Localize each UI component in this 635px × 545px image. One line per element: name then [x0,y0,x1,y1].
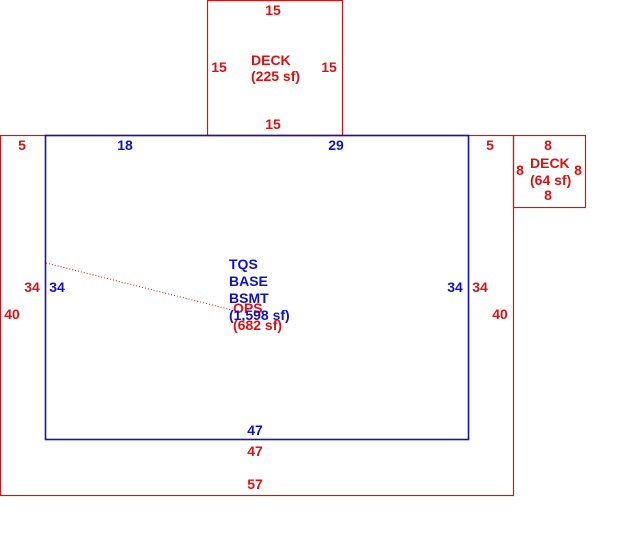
deck-top-area: (225 sf) [251,68,300,84]
inner-dim-left: 34 [49,279,65,295]
inner-dim-bottom: 47 [247,422,263,438]
outer-dim-left-34: 34 [24,279,40,295]
deck-right-dim-bottom: 8 [544,187,552,203]
inner-outline [44,134,470,441]
deck-top-dim-right: 15 [321,59,337,75]
inner-label-line1: TQS [229,256,258,272]
inner-dim-top-18: 18 [117,137,133,153]
inner-dim-top-29: 29 [328,137,344,153]
outer-label-name: OPS [233,300,263,316]
inner-label-area: (1,598 sf) [229,307,290,323]
inner-label-line3: BSMT [229,290,269,306]
outer-dim-right-40: 40 [492,306,508,322]
inner-dim-right: 34 [447,279,463,295]
deck-top-dim-bottom: 15 [265,116,281,132]
deck-top-name: DECK [251,52,291,68]
outer-label-area: (682 sf) [233,317,282,333]
inner-label-line2: BASE [229,273,268,289]
deck-right-name: DECK [530,155,570,171]
leader-line [45,262,233,311]
outer-dim-bottom-47: 47 [247,443,263,459]
deck-right-area: (64 sf) [530,172,571,188]
outer-dim-top-left: 5 [18,137,26,153]
outer-dim-left-40: 40 [4,306,20,322]
deck-right-dim-top: 8 [544,137,552,153]
outer-dim-top-right: 5 [486,137,494,153]
deck-top-dim-top: 15 [265,2,281,18]
deck-top-dim-left: 15 [211,59,227,75]
outer-dim-right-34: 34 [472,279,488,295]
deck-right-dim-left: 8 [516,162,524,178]
outer-dim-bottom-57: 57 [247,476,263,492]
deck-right-dim-right: 8 [574,162,582,178]
